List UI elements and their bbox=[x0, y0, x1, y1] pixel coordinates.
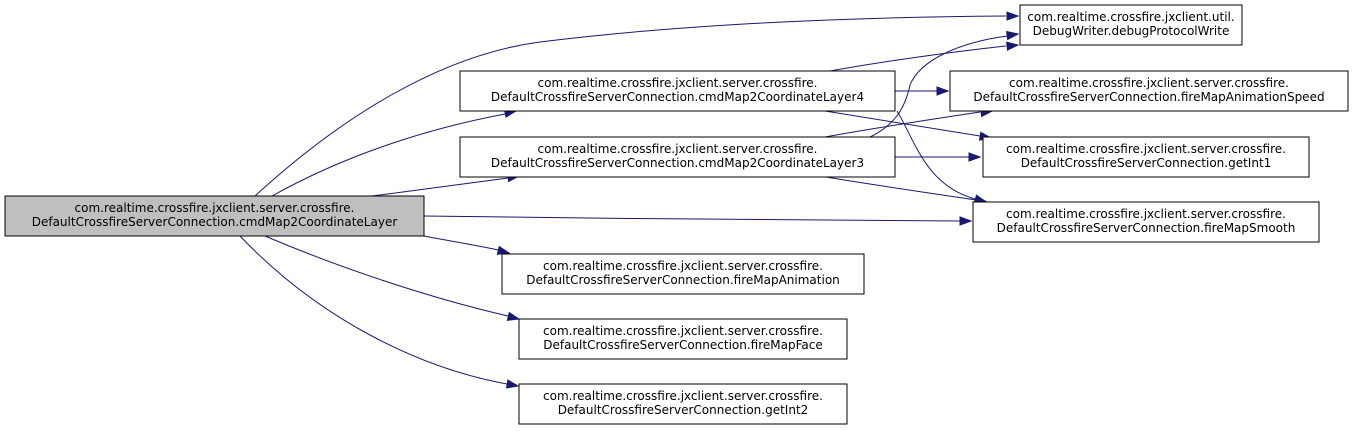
node-line2: DefaultCrossfireServerConnection.getInt2 bbox=[558, 403, 809, 417]
call-edges bbox=[239, 11, 1020, 389]
node-debugprotocolwrite[interactable]: com.realtime.crossfire.jxclient.util. De… bbox=[1019, 4, 1243, 46]
edge-root-to-animation bbox=[423, 235, 511, 255]
node-line2: DebugWriter.debugProtocolWrite bbox=[1033, 24, 1230, 38]
node-line2: DefaultCrossfireServerConnection.fireMap… bbox=[543, 338, 823, 352]
edge-layer4-to-animspeed bbox=[895, 86, 950, 96]
node-line1: com.realtime.crossfire.jxclient.util. bbox=[1027, 10, 1234, 24]
node-line2: DefaultCrossfireServerConnection.fireMap… bbox=[973, 90, 1324, 104]
edge-root-to-getint2 bbox=[239, 235, 520, 389]
edge-layer4-to-debugwrite bbox=[829, 41, 1020, 72]
edge-layer3-to-debugwrite bbox=[869, 30, 1020, 138]
edge-root-to-debugwrite bbox=[254, 11, 1020, 197]
node-line1: com.realtime.crossfire.jxclient.server.c… bbox=[543, 259, 823, 273]
node-firemapanimationspeed[interactable]: com.realtime.crossfire.jxclient.server.c… bbox=[949, 70, 1349, 112]
node-line1: com.realtime.crossfire.jxclient.server.c… bbox=[538, 142, 818, 156]
node-firemapsmooth[interactable]: com.realtime.crossfire.jxclient.server.c… bbox=[972, 201, 1320, 243]
node-firemapanimation[interactable]: com.realtime.crossfire.jxclient.server.c… bbox=[501, 253, 865, 295]
node-cmdmap2coordinatelayer[interactable]: com.realtime.crossfire.jxclient.server.c… bbox=[4, 195, 425, 237]
node-line2: DefaultCrossfireServerConnection.getInt1 bbox=[1021, 156, 1272, 170]
node-line1: com.realtime.crossfire.jxclient.server.c… bbox=[543, 324, 823, 338]
node-line1: com.realtime.crossfire.jxclient.server.c… bbox=[1009, 76, 1289, 90]
node-line1: com.realtime.crossfire.jxclient.server.c… bbox=[75, 201, 355, 215]
node-getint2[interactable]: com.realtime.crossfire.jxclient.server.c… bbox=[518, 383, 848, 425]
node-cmdmap2coordinatelayer3[interactable]: com.realtime.crossfire.jxclient.server.c… bbox=[459, 136, 896, 178]
node-line1: com.realtime.crossfire.jxclient.server.c… bbox=[538, 76, 818, 90]
edge-layer4-to-getint1 bbox=[824, 110, 993, 141]
edge-layer3-to-getint1 bbox=[895, 152, 982, 162]
edge-root-to-smooth bbox=[423, 215, 973, 226]
node-getint1[interactable]: com.realtime.crossfire.jxclient.server.c… bbox=[982, 136, 1310, 178]
node-line2: DefaultCrossfireServerConnection.fireMap… bbox=[526, 273, 840, 287]
node-line2: DefaultCrossfireServerConnection.fireMap… bbox=[997, 221, 1296, 235]
node-firemapface[interactable]: com.realtime.crossfire.jxclient.server.c… bbox=[518, 318, 848, 360]
node-line2: DefaultCrossfireServerConnection.cmdMap2… bbox=[491, 90, 864, 104]
node-line1: com.realtime.crossfire.jxclient.server.c… bbox=[1006, 142, 1286, 156]
node-line2: DefaultCrossfireServerConnection.cmdMap2… bbox=[491, 156, 864, 170]
node-cmdmap2coordinatelayer4[interactable]: com.realtime.crossfire.jxclient.server.c… bbox=[459, 70, 896, 112]
edge-layer3-to-smooth bbox=[825, 176, 989, 205]
node-line2: DefaultCrossfireServerConnection.cmdMap2… bbox=[32, 215, 398, 229]
edge-root-to-face bbox=[264, 235, 521, 321]
node-line1: com.realtime.crossfire.jxclient.server.c… bbox=[1006, 207, 1286, 221]
node-line1: com.realtime.crossfire.jxclient.server.c… bbox=[543, 389, 823, 403]
